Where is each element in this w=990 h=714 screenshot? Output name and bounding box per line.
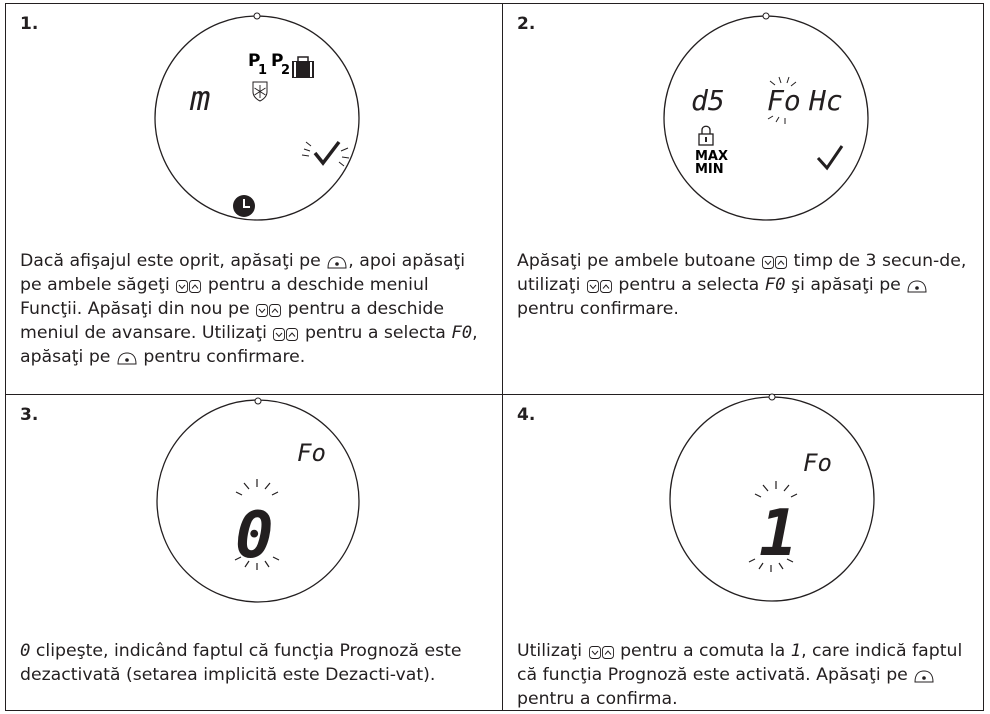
display-right-text: Hc (808, 84, 843, 117)
max-label: MAX (695, 149, 728, 164)
panel-4: 4. Fo 1 Utilizaţi pentru a comuta la 1, … (503, 393, 983, 710)
up-down-arrows-icon (273, 328, 299, 341)
thermostat-display: d5 Fo Hc MAX MIN (661, 10, 871, 226)
panel-1: 1. m P 1 P 2 (6, 4, 503, 395)
display-mid-text: Fo (767, 84, 801, 117)
step-number: 3. (20, 405, 39, 425)
frost-protection-icon (252, 81, 268, 102)
display-mode-text: m (189, 79, 210, 119)
up-down-arrows-icon (256, 304, 282, 317)
svg-text:2: 2 (281, 63, 290, 78)
step-number: 4. (517, 405, 536, 425)
instruction-grid: 1. m P 1 P 2 (5, 3, 984, 711)
step-number: 1. (20, 14, 39, 34)
check-icon (816, 145, 844, 171)
lcd-code: F0 (451, 323, 473, 343)
clock-icon (233, 195, 255, 217)
check-icon (301, 140, 350, 167)
thermostat-display: Fo 0 (153, 397, 363, 609)
display-big-digit: 1 (759, 497, 798, 571)
lcd-code: 1 (790, 641, 802, 661)
svg-text:1: 1 (258, 63, 267, 78)
display-left-text: d5 (691, 84, 725, 117)
blink-rays (748, 481, 798, 572)
suitcase-icon (292, 56, 314, 78)
display-top-text: Fo (803, 449, 832, 477)
step-number: 2. (517, 14, 536, 34)
ok-button-icon (907, 280, 927, 293)
panel-3-instructions: 0 clipeşte, indicând faptul că funcţia P… (20, 641, 462, 685)
thermostat-display: m P 1 P 2 (152, 10, 362, 226)
up-down-arrows-icon (762, 256, 788, 269)
ok-button-icon (914, 670, 934, 683)
blink-rays (234, 479, 280, 570)
up-down-arrows-icon (586, 280, 612, 293)
ok-button-icon (327, 256, 347, 269)
display-big-digit: 0 (235, 499, 274, 573)
up-down-arrows-icon (176, 280, 202, 293)
lock-icon (698, 125, 714, 146)
ok-button-icon (117, 352, 137, 365)
panel-4-instructions: Utilizaţi pentru a comuta la 1, care ind… (517, 641, 963, 709)
thermostat-display: Fo 1 (667, 391, 877, 607)
svg-text:P: P (271, 51, 283, 71)
panel-1-instructions: Dacă afişajul este oprit, apăsaţi pe , a… (20, 251, 478, 367)
p2-label: P 2 (271, 51, 290, 78)
p1-label: P 1 (248, 51, 267, 78)
lcd-code: 0 (20, 641, 31, 661)
panel-2-instructions: Apăsaţi pe ambele butoane timp de 3 secu… (517, 251, 967, 319)
lcd-code: F0 (764, 275, 786, 295)
display-top-text: Fo (297, 439, 326, 467)
panel-2: 2. d5 Fo Hc MAX MIN (503, 4, 983, 395)
min-label: MIN (695, 162, 724, 177)
panel-3: 3. Fo 0 0 clipeşte, indicând faptul că f… (6, 395, 503, 710)
blink-rays (767, 76, 797, 124)
svg-text:P: P (248, 51, 260, 71)
up-down-arrows-icon (588, 646, 614, 659)
